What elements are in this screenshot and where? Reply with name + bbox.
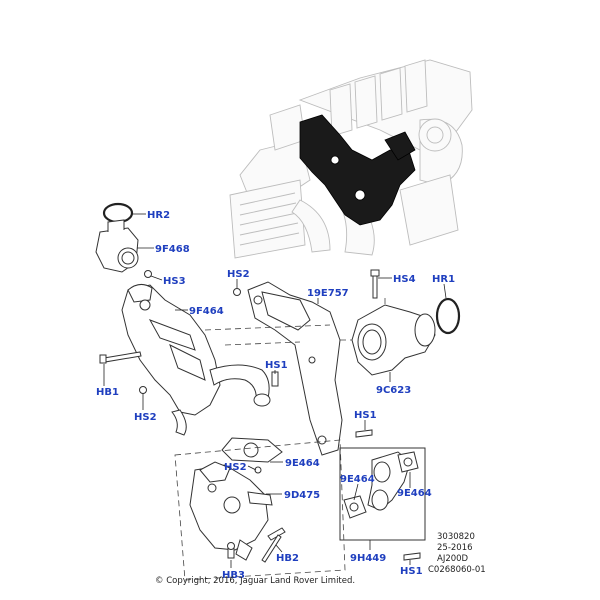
bolt-hs2-lower[interactable] xyxy=(139,386,147,394)
gasket-9e464-left[interactable] xyxy=(343,495,367,519)
bolt-hs1-right[interactable] xyxy=(355,429,373,438)
gasket-9e464-right[interactable] xyxy=(397,451,419,473)
bolt-hs4[interactable] xyxy=(370,269,380,299)
callout-hs2-upper: HS2 xyxy=(227,269,250,280)
bolt-hs2-lowerleft[interactable] xyxy=(254,466,262,474)
ref-line-4: C0268060-01 xyxy=(428,565,486,575)
callout-hs2-lower: HS2 xyxy=(134,412,157,423)
callout-9e464-right: 9E464 xyxy=(397,488,432,499)
seal-ring-hr2[interactable] xyxy=(102,202,134,224)
bolt-hb3[interactable] xyxy=(227,542,235,559)
callout-9e464-left: 9E464 xyxy=(340,474,375,485)
elbow-9c623[interactable] xyxy=(351,304,436,376)
bolt-hs1-upper[interactable] xyxy=(271,371,279,387)
callout-9c623: 9C623 xyxy=(376,385,411,396)
callout-hs4: HS4 xyxy=(393,274,416,285)
ref-line-1: 3030820 xyxy=(437,532,475,542)
assembly-lines xyxy=(174,298,386,581)
callout-9e464-center: 9E464 xyxy=(285,458,320,469)
callout-9d475: 9D475 xyxy=(284,490,320,501)
callout-hs3: HS3 xyxy=(163,276,186,287)
callout-labels: HR2 9F468 HS3 9F464 HS2 19E757 HS4 HR1 H… xyxy=(96,210,455,581)
callout-hs1-right: HS1 xyxy=(354,410,377,421)
gasket-9e464-center[interactable] xyxy=(221,437,283,463)
callout-hb2: HB2 xyxy=(276,553,299,564)
callout-hr1: HR1 xyxy=(432,274,455,285)
leader-lines xyxy=(103,213,447,568)
bolt-hb2[interactable] xyxy=(261,527,286,563)
highlighted-egr-assembly xyxy=(299,114,416,226)
callout-hb1: HB1 xyxy=(96,387,119,398)
callout-hs1-upper: HS1 xyxy=(265,360,288,371)
ref-line-3: AJ200D xyxy=(437,554,469,564)
callout-19e757: 19E757 xyxy=(307,288,349,299)
bolt-hb1[interactable] xyxy=(99,351,142,364)
pipe-9h449[interactable] xyxy=(367,451,411,511)
connector-9f468[interactable] xyxy=(95,219,139,273)
copyright-text: © Copyright, 2016, Jaguar Land Rover Lim… xyxy=(155,576,355,586)
ref-line-2: 25-2016 xyxy=(437,543,473,553)
callout-9f464: 9F464 xyxy=(189,306,224,317)
engine-background xyxy=(229,59,473,259)
seal-ring-hr1[interactable] xyxy=(435,297,461,335)
egr-cooler-9f464[interactable] xyxy=(121,284,271,436)
bolt-hs2-upper[interactable] xyxy=(233,288,241,296)
callout-9h449: 9H449 xyxy=(350,553,386,564)
callout-hr2: HR2 xyxy=(147,210,170,221)
egr-valve-9d475[interactable] xyxy=(189,461,273,561)
bracket-19e757[interactable] xyxy=(247,281,343,456)
footer: © Copyright, 2016, Jaguar Land Rover Lim… xyxy=(155,532,486,586)
callout-hs2-lowerleft: HS2 xyxy=(224,462,247,473)
callout-hs1-bottom: HS1 xyxy=(400,566,423,577)
callout-9f468: 9F468 xyxy=(155,244,190,255)
callout-hb3: HB3 xyxy=(222,570,245,581)
bolt-hs3[interactable] xyxy=(144,270,152,278)
bolt-hs1-bottom[interactable] xyxy=(403,552,421,561)
